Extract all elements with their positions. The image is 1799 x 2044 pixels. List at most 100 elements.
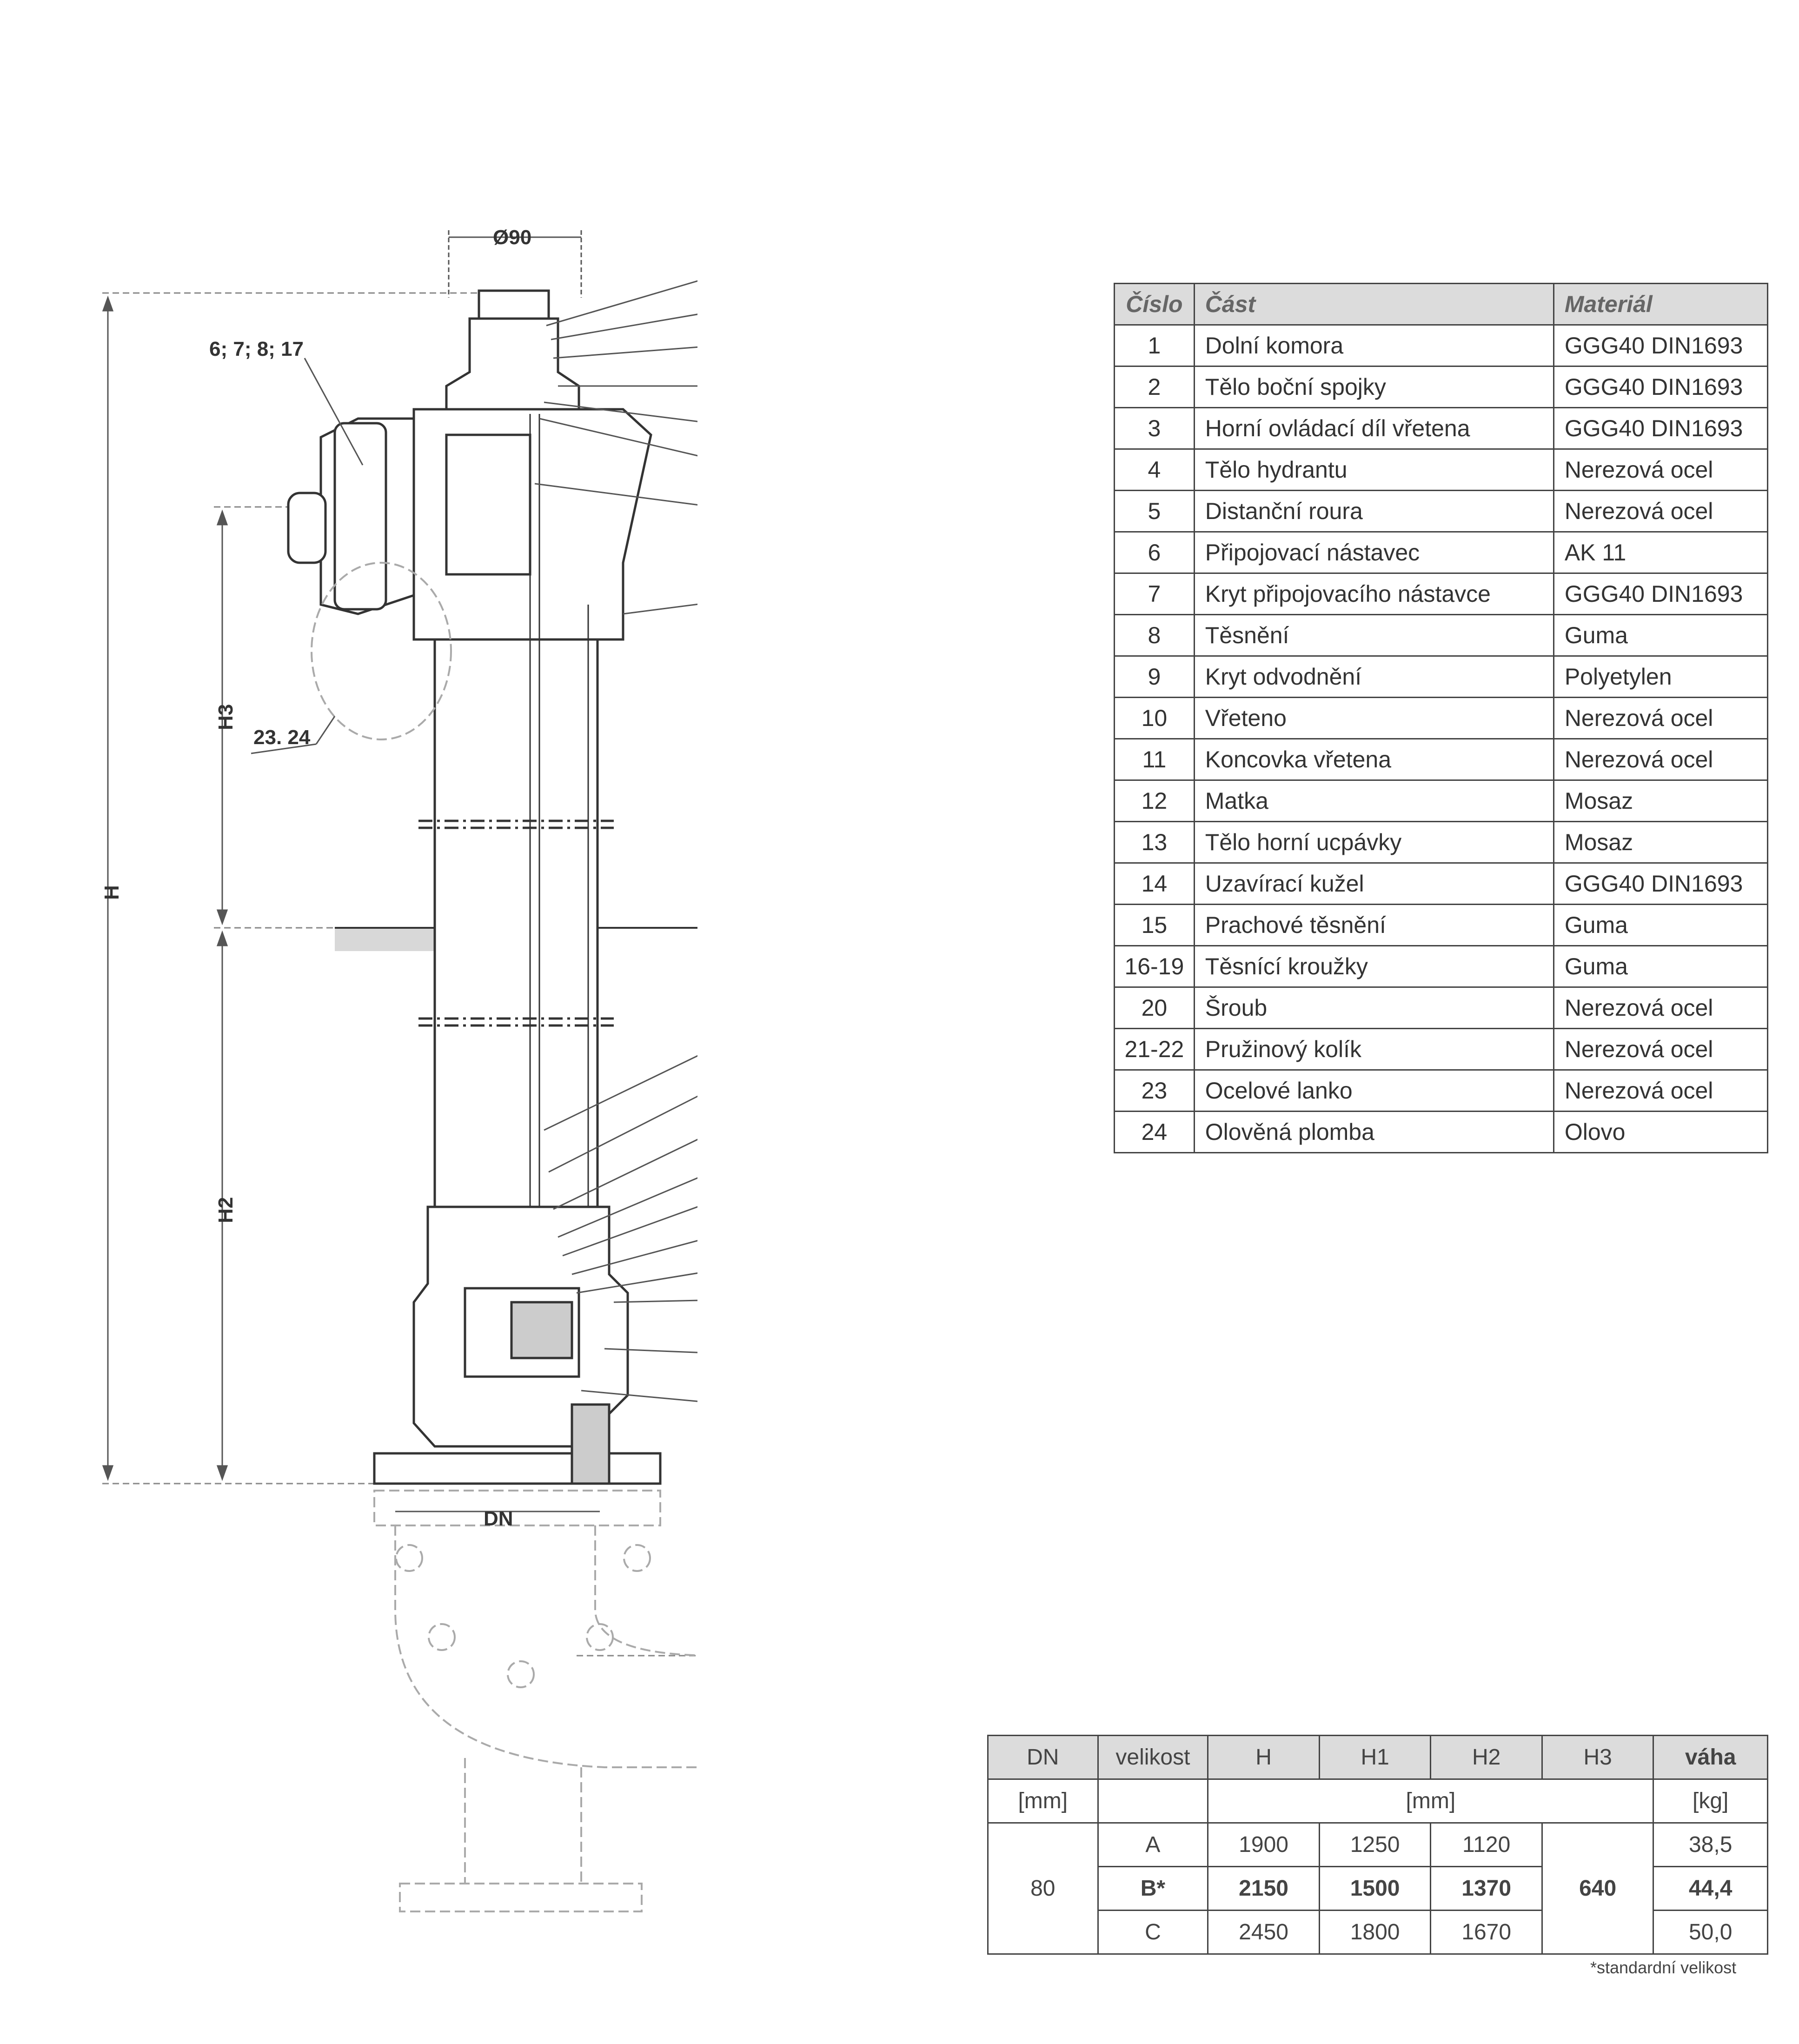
callout-6-7-8-17: 6; 7; 8; 17: [209, 338, 304, 360]
cell-part: Pružinový kolík: [1193, 1028, 1554, 1071]
cell-part: Kryt připojovacího nástavce: [1193, 573, 1554, 615]
unit-kg: [kg]: [1653, 1778, 1768, 1824]
cell-part: Těsnění: [1193, 614, 1554, 657]
cell-material: Guma: [1553, 904, 1769, 946]
size-row-b: B* 2150 1500 1370 44,4: [988, 1866, 1768, 1911]
cell-number: 6: [1114, 531, 1195, 574]
value-weight: 50,0: [1653, 1910, 1768, 1955]
cell-part: Matka: [1193, 779, 1554, 822]
dimension-h-label: H: [100, 885, 123, 900]
hydrant-cross-section-drawing: 10 22 3 15 13 18 19 2 5 4 21 12 16 20 11…: [100, 226, 697, 1912]
value-h2: 1670: [1430, 1910, 1543, 1955]
cell-number: 13: [1114, 821, 1195, 864]
cell-part: Tělo hydrantu: [1193, 448, 1554, 491]
cell-part: Distanční roura: [1193, 490, 1554, 533]
cell-number: 7: [1114, 573, 1195, 615]
cell-number: 3: [1114, 407, 1195, 450]
cell-part: Připojovací nástavec: [1193, 531, 1554, 574]
cell-part: Vřeteno: [1193, 697, 1554, 739]
cell-part: Tělo horní ucpávky: [1193, 821, 1554, 864]
cell-number: 10: [1114, 697, 1195, 739]
standard-size-footnote: *standardní velikost: [1590, 1958, 1737, 1977]
cell-part: Olověná plomba: [1193, 1111, 1554, 1153]
cell-part: Kryt odvodnění: [1193, 655, 1554, 698]
cell-material: Guma: [1553, 614, 1769, 657]
dn-value: 80: [987, 1822, 1099, 1955]
col-header-h3: H3: [1541, 1735, 1654, 1780]
cell-part: Těsnící kroužky: [1193, 945, 1554, 988]
value-h2: 1120: [1430, 1822, 1543, 1867]
cell-material: Mosaz: [1553, 821, 1769, 864]
cell-material: GGG40 DIN1693: [1553, 407, 1769, 450]
cell-material: GGG40 DIN1693: [1553, 366, 1769, 408]
cell-material: Mosaz: [1553, 779, 1769, 822]
cell-number: 21-22: [1114, 1028, 1195, 1071]
col-header-h2: H2: [1430, 1735, 1543, 1780]
cell-part: Koncovka vřetena: [1193, 738, 1554, 781]
dimension-h3-label: H3: [214, 704, 237, 730]
unit-dn: [mm]: [987, 1778, 1099, 1824]
cell-part: Ocelové lanko: [1193, 1069, 1554, 1112]
cell-part: Uzavírací kužel: [1193, 862, 1554, 905]
col-header-number: Číslo: [1114, 283, 1195, 326]
cell-material: Nerezová ocel: [1553, 1028, 1769, 1071]
cell-material: GGG40 DIN1693: [1553, 862, 1769, 905]
cell-part: Tělo boční spojky: [1193, 366, 1554, 408]
size-row-a: 80 A 1900 1250 1120 640 38,5: [987, 1822, 1768, 1955]
value-h1: 1500: [1318, 1866, 1432, 1911]
cell-part: Horní ovládací díl vřetena: [1193, 407, 1554, 450]
value-weight: 38,5: [1653, 1822, 1768, 1867]
cell-number: 9: [1114, 655, 1195, 698]
h3-value: 640: [1541, 1822, 1654, 1955]
cell-material: Nerezová ocel: [1553, 1069, 1769, 1112]
size-row-c: C 2450 1800 1670 50,0: [988, 1910, 1768, 1955]
cell-number: 8: [1114, 614, 1195, 657]
col-header-part: Část: [1193, 283, 1554, 326]
size-table: DN velikost H H1 H2 H3 váha [mm] [mm] [k…: [987, 1735, 1768, 1955]
col-header-weight: váha: [1653, 1735, 1768, 1780]
value-h1: 1250: [1318, 1822, 1432, 1867]
cell-part: Prachové těsnění: [1193, 904, 1554, 946]
cell-material: Nerezová ocel: [1553, 697, 1769, 739]
size-label: C: [1097, 1910, 1209, 1955]
cell-material: GGG40 DIN1693: [1553, 573, 1769, 615]
cell-number: 4: [1114, 448, 1195, 491]
size-label: B*: [1097, 1866, 1209, 1911]
callouts-left: 6; 7; 8; 17 23. 24: [209, 338, 311, 749]
size-table-units: [mm] [mm] [kg]: [987, 1778, 1768, 1824]
elbow-pipe-outline: [311, 562, 697, 1912]
cell-number: 2: [1114, 366, 1195, 408]
value-h: 2150: [1207, 1866, 1320, 1911]
cell-number: 12: [1114, 779, 1195, 822]
col-header-h: H: [1207, 1735, 1320, 1780]
callout-23-24: 23. 24: [253, 726, 311, 749]
cell-material: Polyetylen: [1553, 655, 1769, 698]
cell-material: Nerezová ocel: [1553, 738, 1769, 781]
value-h: 1900: [1207, 1822, 1320, 1867]
cell-material: Nerezová ocel: [1553, 448, 1769, 491]
cell-number: 15: [1114, 904, 1195, 946]
cell-number: 1: [1114, 324, 1195, 367]
cell-material: Olovo: [1553, 1111, 1769, 1153]
col-header-h1: H1: [1318, 1735, 1432, 1780]
cell-number: 14: [1114, 862, 1195, 905]
cell-material: Guma: [1553, 945, 1769, 988]
dimension-dn-label: DN: [484, 1507, 513, 1530]
col-header-size: velikost: [1097, 1735, 1209, 1780]
parts-table-header: Číslo Část Materiál: [1114, 283, 1769, 326]
cell-number: 24: [1114, 1111, 1195, 1153]
